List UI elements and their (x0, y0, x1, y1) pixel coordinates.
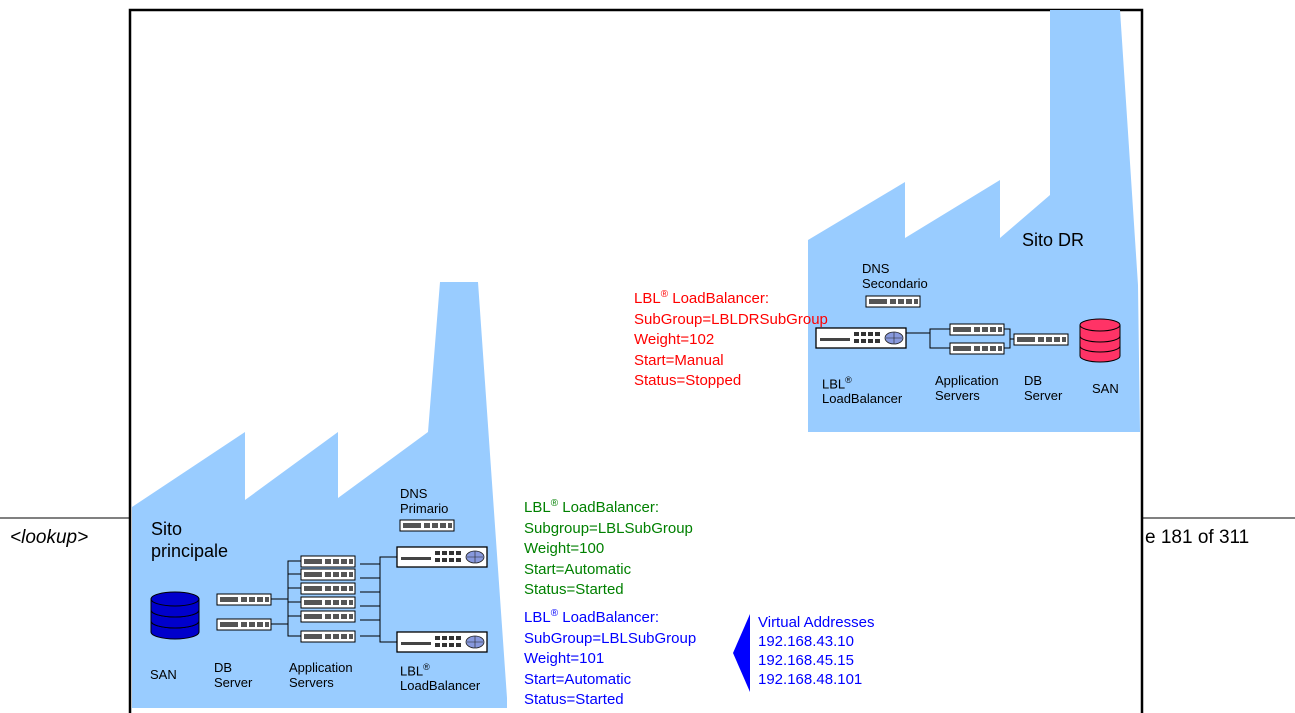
dr-config-line1: LBL® LoadBalancer: (634, 285, 828, 310)
dr-dns-server (865, 295, 921, 308)
dr-lbl-text: LBL (822, 376, 846, 392)
virtual-address-2: 192.168.45.15 (758, 652, 854, 669)
main-lbl-text: LBL (400, 663, 424, 679)
dr-config-subgroup: SubGroup=LBLDRSubGroup (634, 310, 828, 328)
dr-app-server-2 (949, 342, 1005, 355)
main-app-server-6 (300, 630, 356, 643)
main-config-1-status: Status=Started (524, 581, 624, 599)
main-config-2-weight: Weight=101 (524, 650, 605, 668)
main-dns-server (399, 519, 455, 532)
main-app-server-4 (300, 596, 356, 609)
main-app-server-1 (300, 555, 356, 568)
dr-site-building (808, 10, 1140, 432)
main-site-title-line2: principale (151, 541, 229, 561)
main-config-1-registered: ® (550, 498, 559, 509)
main-config-2-lbl: LBL (524, 609, 551, 626)
dr-site-title: Sito DR (1022, 230, 1085, 250)
dr-loadbalancer-label: LBL® LoadBalancer (822, 373, 902, 406)
main-san-label: SAN (150, 667, 177, 682)
slide-frame-border (128, 8, 1144, 713)
dr-app-server-1 (949, 323, 1005, 336)
main-app-label-line1: Application (289, 660, 353, 675)
footer-left-label: <lookup> (10, 527, 89, 548)
main-loadbalancer-text: LoadBalancer (400, 678, 481, 694)
dr-app-label-line2: Servers (935, 388, 980, 403)
main-config-2-line1: LBL® LoadBalancer: (524, 604, 696, 629)
main-dns-label-line2: Primario (400, 501, 449, 516)
main-app-servers-label: Application Servers (289, 660, 353, 690)
main-loadbalancer-device-1 (396, 546, 488, 568)
main-config-2-status: Status=Started (524, 691, 624, 709)
dr-lbl-registered: ® (845, 375, 852, 385)
dr-db-label-line2: Server (1024, 388, 1063, 403)
dr-app-label-line1: Application (935, 373, 999, 388)
dr-config-status: Status=Stopped (634, 372, 742, 390)
dr-config-loadbalancer: LoadBalancer: (668, 290, 769, 307)
main-lbl-registered: ® (423, 662, 430, 672)
main-site-title-line1: Sito (151, 519, 183, 539)
main-app-server-2 (300, 568, 356, 581)
virtual-address-1: 192.168.43.10 (758, 633, 854, 650)
dr-config-registered: ® (660, 289, 669, 300)
dr-db-label-line1: DB (1024, 373, 1043, 388)
dr-config-block: LBL® LoadBalancer: SubGroup=LBLDRSubGrou… (634, 285, 828, 392)
main-config-1-lbl: LBL (524, 499, 551, 516)
virtual-address-pointer (733, 614, 750, 692)
main-db-server-2 (216, 618, 272, 631)
main-loadbalancer-label: LBL® LoadBalancer (400, 660, 480, 693)
main-app-label-line2: Servers (289, 675, 334, 690)
main-config-2-registered: ® (550, 608, 559, 619)
dr-config-weight: Weight=102 (634, 331, 715, 349)
main-config-block-2: LBL® LoadBalancer: SubGroup=LBLSubGroup … (524, 604, 696, 711)
dr-san-storage (1079, 318, 1121, 363)
main-app-server-5 (300, 610, 356, 623)
dr-san-label: SAN (1092, 381, 1119, 396)
main-connections (271, 556, 397, 643)
main-site-title: Sito principale (151, 518, 228, 562)
main-dns-label-line1: DNS (400, 486, 428, 501)
dr-dns-label-line2: Secondario (862, 276, 928, 291)
dr-connections (906, 328, 1014, 349)
main-config-1-line1: LBL® LoadBalancer: (524, 494, 693, 519)
main-config-2-start: Start=Automatic (524, 670, 632, 688)
virtual-addresses-title: Virtual Addresses (758, 614, 875, 631)
main-dns-label: DNS Primario (400, 486, 448, 516)
main-config-1-loadbalancer: LoadBalancer: (558, 499, 659, 516)
main-loadbalancer-device-2 (396, 631, 488, 653)
dr-db-server-label: DB Server (1024, 373, 1062, 403)
dr-app-servers-label: Application Servers (935, 373, 999, 403)
main-config-1-subgroup: Subgroup=LBLSubGroup (524, 519, 693, 537)
main-config-1-start: Start=Automatic (524, 560, 632, 578)
dr-config-lbl: LBL (634, 290, 661, 307)
main-config-block-1: LBL® LoadBalancer: Subgroup=LBLSubGroup … (524, 494, 693, 601)
main-db-server-1 (216, 593, 272, 606)
main-db-label-line2: Server (214, 675, 253, 690)
dr-loadbalancer-text: LoadBalancer (822, 391, 903, 407)
dr-config-start: Start=Manual (634, 351, 724, 369)
dr-db-server (1013, 333, 1069, 346)
main-config-2-loadbalancer: LoadBalancer: (558, 609, 659, 626)
virtual-address-3: 192.168.48.101 (758, 671, 863, 688)
main-san-storage (150, 591, 200, 640)
virtual-addresses-block: Virtual Addresses 192.168.43.10 192.168.… (758, 613, 874, 689)
main-config-2-subgroup: SubGroup=LBLSubGroup (524, 629, 697, 647)
main-db-label-line1: DB (214, 660, 233, 675)
dr-dns-label-line1: DNS (862, 261, 890, 276)
main-app-server-3 (300, 582, 356, 595)
main-db-server-label: DB Server (214, 660, 252, 690)
dr-dns-label: DNS Secondario (862, 261, 928, 291)
main-config-1-weight: Weight=100 (524, 540, 605, 558)
footer-page-counter: e 181 of 311 (1145, 527, 1250, 548)
dr-loadbalancer-device (815, 327, 907, 349)
